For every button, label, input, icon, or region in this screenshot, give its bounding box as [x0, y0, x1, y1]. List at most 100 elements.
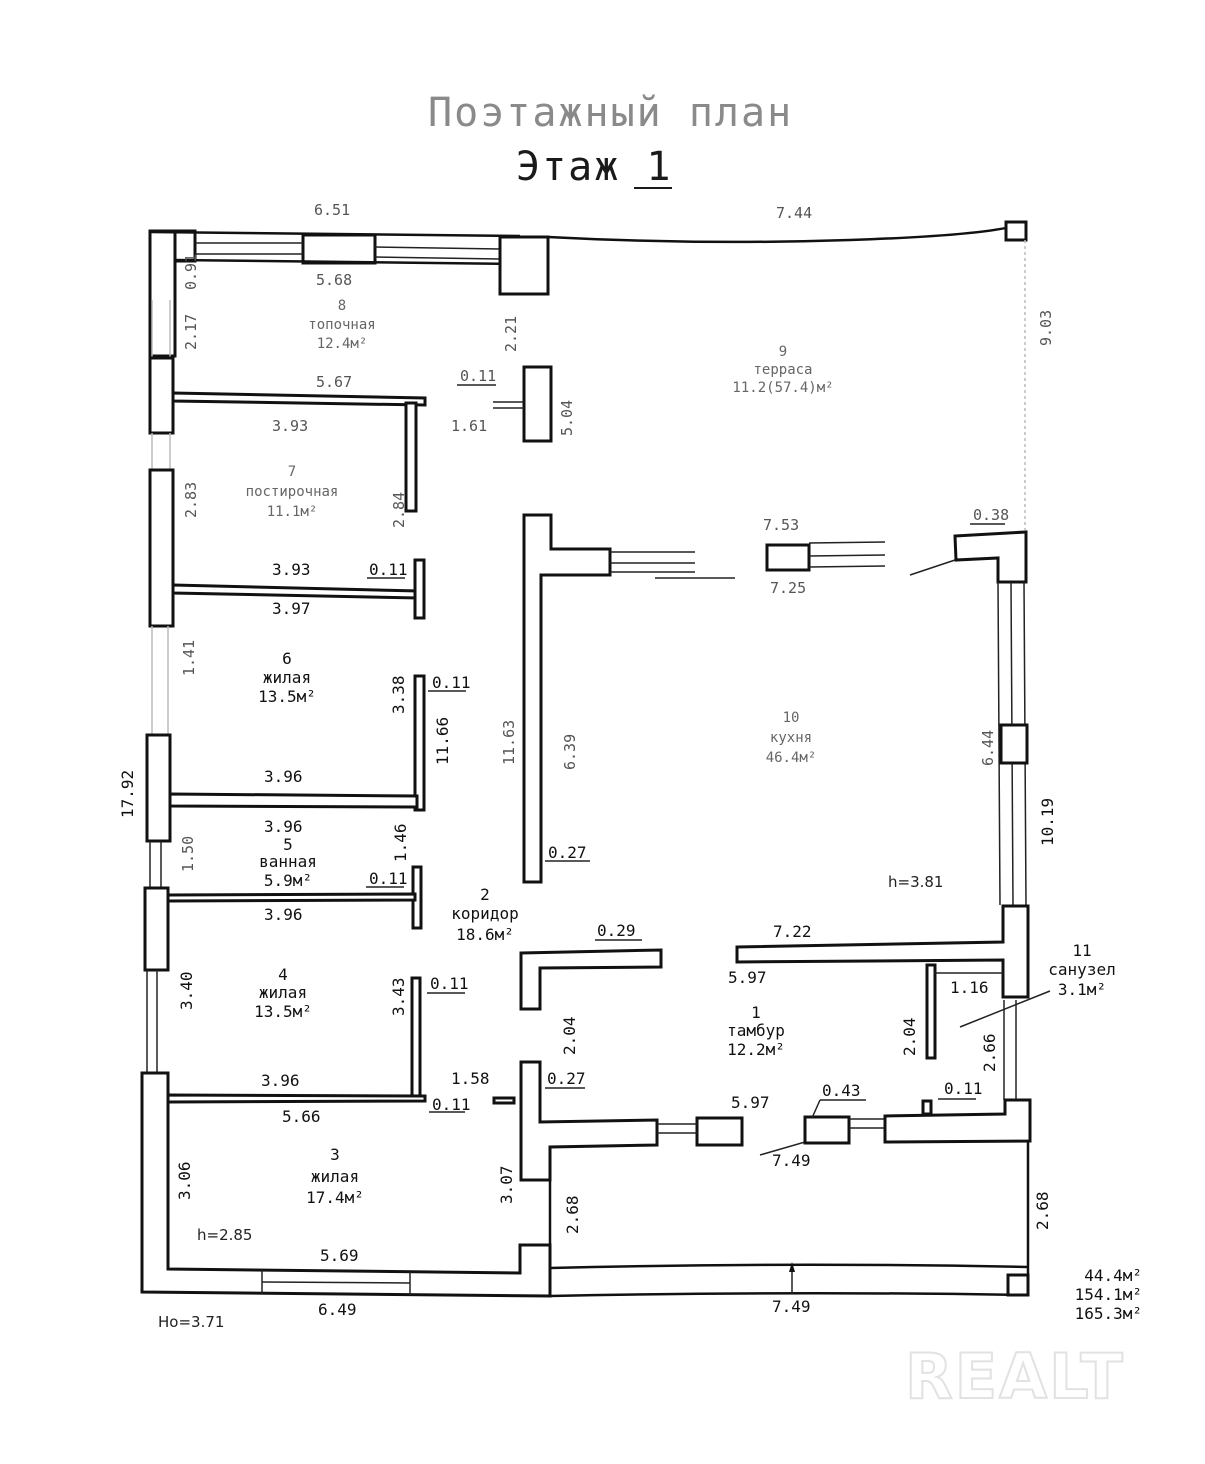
dim-label: 11.63	[500, 720, 518, 765]
room-area: 11.1м²	[267, 504, 318, 520]
room-number: 2	[480, 885, 490, 904]
dim-label: 0.43	[822, 1081, 861, 1100]
dim-label: 3.96	[264, 817, 303, 836]
room-number: 1	[751, 1003, 761, 1022]
dim-label: 7.25	[770, 579, 806, 597]
wall-left-pier-6	[145, 733, 172, 843]
dim-label: 5.69	[320, 1246, 359, 1265]
realt-watermark: REALT	[905, 1340, 1125, 1413]
dim-label: 1.61	[451, 417, 487, 435]
dim-label: 7.44	[776, 204, 812, 222]
height-overall: Hо=3.71	[158, 1313, 224, 1331]
dim-label: 1.58	[451, 1069, 490, 1088]
room-10: 10 кухня 46.4м²	[766, 710, 817, 766]
dim-label: 6.44	[979, 730, 997, 766]
wall-kitchen-tambur	[735, 904, 1030, 999]
dim-label: 3.43	[389, 977, 408, 1016]
outer-walls	[140, 220, 1028, 1298]
pier-5-04	[522, 365, 553, 443]
wall-7-right	[404, 401, 418, 513]
dim-label: 7.22	[773, 922, 812, 941]
room-9: 9 терраса 11.2(57.4)м²	[732, 344, 833, 396]
wall-bottom-left	[140, 1071, 552, 1298]
room-area: 11.2(57.4)м²	[732, 380, 833, 396]
entry-post-0-11	[921, 1099, 933, 1116]
entry-left-pier	[695, 1116, 744, 1147]
interior-walls-center	[493, 365, 1032, 1298]
dim-label: 11.66	[433, 717, 452, 765]
dim-label: 7.53	[763, 516, 799, 534]
dim-label: 3.07	[497, 1165, 516, 1204]
dim-label: 0.11	[460, 367, 496, 385]
wall-entry-left	[519, 1060, 659, 1182]
room-name: коридор	[451, 904, 518, 923]
dim-label: 3.96	[264, 767, 303, 786]
dim-label: 2.21	[502, 316, 520, 352]
dim-label: 0.11	[944, 1079, 983, 1098]
dim-label: 3.40	[177, 971, 196, 1010]
kitchen-window-pier	[999, 723, 1029, 765]
dim-label: 1.16	[950, 978, 989, 997]
dim-label: 0.11	[432, 1095, 471, 1114]
dim-label: 2.83	[182, 482, 200, 518]
wall-left-pier-7	[148, 468, 175, 628]
room-4: 4 жилая 13.5м²	[254, 965, 312, 1021]
dim-label: 17.92	[118, 770, 137, 818]
dim-label: 3.97	[272, 599, 311, 618]
room-number: 4	[278, 965, 288, 984]
dim-label: 5.68	[316, 271, 352, 289]
terrace-right-pier	[953, 530, 1028, 584]
total-area: 154.1м²	[1075, 1285, 1142, 1304]
dim-label: 3.96	[261, 1071, 300, 1090]
room-name: тамбур	[727, 1021, 785, 1040]
dim-label: 5.66	[282, 1107, 321, 1126]
dim-label: 6.49	[318, 1300, 357, 1319]
dim-label: 1.50	[179, 836, 197, 872]
room-name: жилая	[311, 1167, 359, 1186]
corridor-stub	[492, 1096, 516, 1105]
dim-label: 0.27	[548, 843, 587, 862]
room-area: 12.2м²	[727, 1040, 785, 1059]
dim-label: 5.04	[558, 400, 576, 436]
room-number: 7	[288, 464, 296, 480]
area-totals: 44.4м² 154.1м² 165.3м²	[1075, 1266, 1142, 1323]
interior-walls-left	[166, 391, 516, 1105]
room-area: 13.5м²	[254, 1002, 312, 1021]
dim-label: 6.39	[561, 734, 579, 770]
room-number: 5	[283, 835, 293, 854]
dimensions: 6.51 7.44 5.68 5.67 3.93 0.11 1.61 3.93 …	[158, 201, 1009, 1331]
dim-label: 3.93	[272, 417, 308, 435]
wc-left-wall	[925, 963, 937, 1060]
dim-label: 0.29	[597, 921, 636, 940]
room-name: кухня	[770, 730, 812, 746]
dim-label: 0.11	[369, 869, 408, 888]
plan-title: Поэтажный план	[428, 90, 793, 136]
height-living: h=2.85	[197, 1226, 252, 1244]
room-name: постирочная	[246, 484, 339, 500]
dim-label: 2.04	[560, 1016, 579, 1055]
room-6: 6 жилая 13.5м²	[258, 649, 316, 706]
dim-label: 3.06	[175, 1161, 194, 1200]
room-5: 5 ванная 5.9м²	[259, 835, 317, 890]
dim-label: 0.11	[430, 974, 469, 993]
dim-label: 3.38	[389, 675, 408, 714]
dim-label: 2.66	[980, 1033, 999, 1072]
dim-label: 9.03	[1037, 310, 1055, 346]
room-area: 18.6м²	[456, 925, 514, 944]
room-name: жилая	[263, 668, 311, 687]
porch-arrow-icon	[789, 1262, 795, 1272]
wall-corridor-kitchen	[522, 513, 612, 884]
total-area: 165.3м²	[1075, 1304, 1142, 1323]
dim-label: 6.51	[314, 201, 350, 219]
room-area: 12.4м²	[317, 336, 368, 352]
wall-7-6-pier	[413, 558, 426, 620]
wall-left-8-upper	[148, 229, 177, 358]
room-area: 5.9м²	[264, 871, 312, 890]
dim-label: 7.49	[772, 1151, 811, 1170]
dim-label: 5.97	[728, 968, 767, 987]
floor-label-prefix: Этаж	[516, 144, 646, 190]
room-3: 3 жилая 17.4м²	[306, 1145, 364, 1207]
room-number: 3	[330, 1145, 340, 1164]
room-name: терраса	[753, 362, 812, 378]
